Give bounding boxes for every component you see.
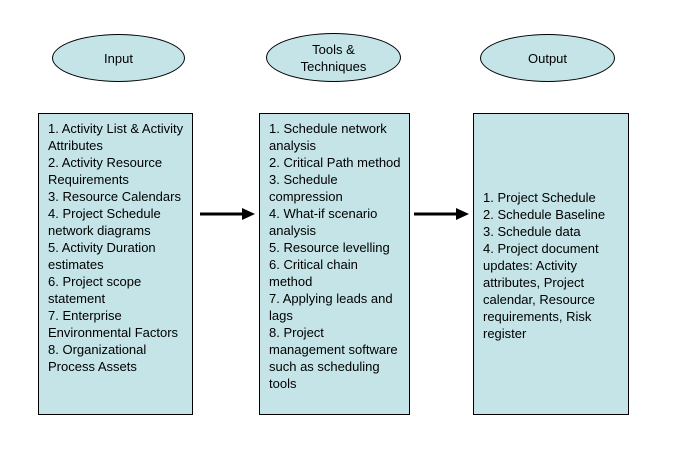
- input-item: 2. Activity Resource Requirements: [48, 155, 163, 187]
- input-oval-label: Input: [104, 50, 133, 66]
- input-item: 7. Enterprise Environmental Factors: [48, 308, 179, 340]
- output-item: 3. Schedule data: [483, 224, 581, 239]
- output-item: 4. Project document updates: Activity at…: [483, 241, 599, 341]
- input-box: 1. Activity List & Activity Attributes 2…: [38, 113, 193, 415]
- input-item: 8. Organizational Process Assets: [48, 342, 147, 374]
- tool-item: 6. Critical chain method: [269, 257, 358, 289]
- tools-techniques-oval-label: Tools & Techniques: [300, 41, 367, 74]
- tools-list: 1. Schedule network analysis 2. Critical…: [269, 120, 403, 392]
- input-item: 4. Project Schedule network diagrams: [48, 206, 161, 238]
- tools-techniques-box: 1. Schedule network analysis 2. Critical…: [259, 113, 410, 415]
- tool-item: 8. Project management software such as s…: [269, 325, 398, 391]
- tools-techniques-oval: Tools & Techniques: [266, 33, 401, 82]
- tool-item: 2. Critical Path method: [269, 155, 401, 170]
- output-oval-label: Output: [527, 50, 568, 66]
- input-item: 1. Activity List & Activity Attributes: [48, 121, 184, 153]
- output-list: 1. Project Schedule 2. Schedule Baseline…: [483, 189, 622, 342]
- tool-item: 5. Resource levelling: [269, 240, 390, 255]
- output-oval: Output: [480, 34, 615, 82]
- output-item: 1. Project Schedule: [483, 190, 596, 205]
- tool-item: 7. Applying leads and lags: [269, 291, 393, 323]
- output-box: 1. Project Schedule 2. Schedule Baseline…: [473, 113, 629, 415]
- arrow-right-icon: [200, 208, 255, 220]
- tool-item: 4. What-if scenario analysis: [269, 206, 378, 238]
- input-oval: Input: [52, 34, 185, 82]
- arrow-right-icon: [414, 208, 469, 220]
- input-item: 3. Resource Calendars: [48, 189, 181, 204]
- tool-item: 1. Schedule network analysis: [269, 121, 387, 153]
- input-item: 6. Project scope statement: [48, 274, 142, 306]
- input-list: 1. Activity List & Activity Attributes 2…: [48, 120, 186, 375]
- output-item: 2. Schedule Baseline: [483, 207, 606, 222]
- tool-item: 3. Schedule compression: [269, 172, 343, 204]
- input-item: 5. Activity Duration estimates: [48, 240, 156, 272]
